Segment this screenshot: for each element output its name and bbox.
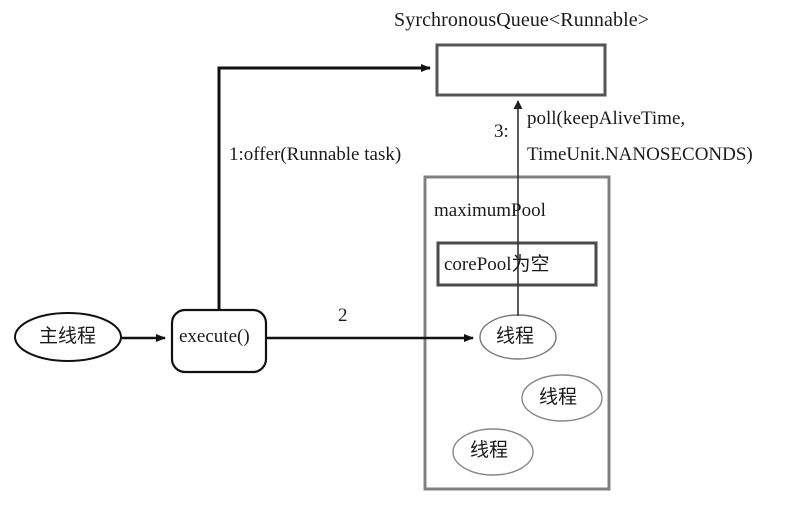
synchronous-queue-box — [435, 43, 607, 97]
thread-label-1: 线程 — [496, 325, 535, 347]
core-pool-box — [436, 241, 598, 287]
thread-ellipse-3 — [452, 428, 534, 476]
poll-step-index-label: 3: — [494, 121, 509, 142]
offer-flow-label: 1:offer(Runnable task) — [229, 144, 402, 165]
thread-label-2: 线程 — [539, 386, 578, 408]
main-thread-ellipse — [14, 312, 122, 362]
main-thread-label: 主线程 — [39, 325, 97, 347]
offer-arrow — [217, 64, 431, 310]
poll-flow-label-line2: TimeUnit.NANOSECONDS) — [527, 144, 753, 165]
thread-ellipse-2 — [521, 374, 603, 422]
queue-title: SyrchronousQueue<Runnable> — [394, 9, 650, 31]
execute-label: execute() — [179, 326, 250, 347]
poll-flow-label-line1: poll(keepAliveTime, — [527, 108, 686, 129]
maximum-pool-label: maximumPool — [434, 200, 546, 221]
step2-flow-label: 2 — [338, 305, 348, 326]
thread-label-3: 线程 — [470, 439, 509, 461]
core-pool-label: corePool为空 — [444, 254, 550, 275]
